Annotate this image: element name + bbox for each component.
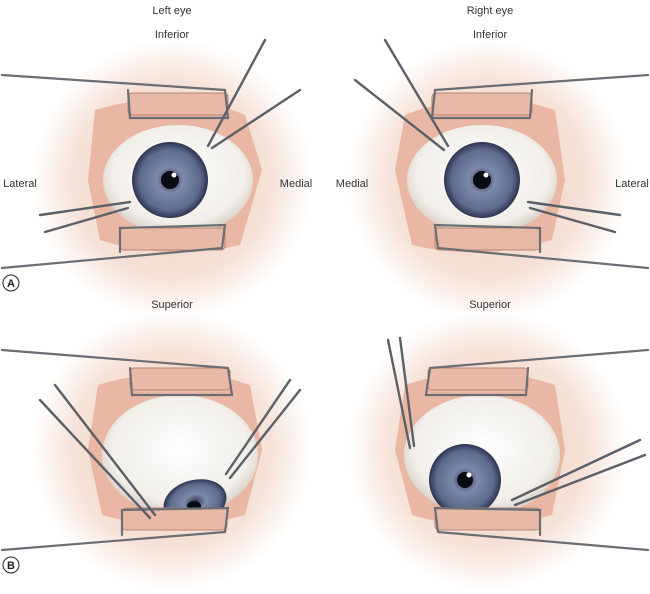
panel-b-letter: B xyxy=(7,560,15,572)
panel-a-letter: A xyxy=(7,278,15,290)
speculum-wire xyxy=(430,73,650,270)
forceps xyxy=(398,336,416,448)
upper-lid-retracted xyxy=(127,92,229,116)
forceps xyxy=(528,206,617,234)
upper-lid-retracted xyxy=(129,367,231,391)
forceps xyxy=(386,338,412,450)
speculum-wire xyxy=(424,348,650,552)
forceps xyxy=(526,200,622,217)
forceps xyxy=(38,398,152,520)
panel-a-left-eye xyxy=(0,38,312,320)
medial-label-right: Medial xyxy=(336,178,368,190)
speculum-wire xyxy=(0,73,230,270)
panel-a-right-eye xyxy=(348,38,650,320)
panel-b-marker: B xyxy=(2,556,20,574)
left-eye-label: Left eye xyxy=(152,5,191,17)
superior-label-right: Superior xyxy=(469,299,511,311)
forceps xyxy=(43,206,130,234)
pupil xyxy=(473,171,491,189)
inferior-label-left: Inferior xyxy=(155,29,190,41)
forceps xyxy=(38,200,132,217)
speculum-wire xyxy=(0,348,234,552)
forceps xyxy=(513,453,647,507)
forceps xyxy=(510,438,642,502)
lower-lid-retracted xyxy=(119,227,226,251)
lower-lid-retracted xyxy=(434,507,541,531)
medial-label-left: Medial xyxy=(280,178,312,190)
corneal-reflex xyxy=(171,172,177,178)
forceps xyxy=(224,378,292,476)
forceps xyxy=(383,38,450,148)
panel-b-left-eye xyxy=(0,310,312,590)
lateral-label-right: Lateral xyxy=(615,178,649,190)
forceps xyxy=(353,78,446,152)
lower-lid-retracted xyxy=(121,507,228,531)
inferior-label-right: Inferior xyxy=(473,29,508,41)
corneal-reflex xyxy=(483,172,489,178)
panel-a-marker: A xyxy=(2,274,20,292)
lateral-label-left: Lateral xyxy=(3,178,37,190)
superior-label-left: Superior xyxy=(151,299,193,311)
lower-lid-retracted xyxy=(434,227,541,251)
forceps xyxy=(53,383,157,517)
forceps xyxy=(206,38,267,148)
forceps xyxy=(210,88,302,150)
upper-lid-retracted xyxy=(431,92,533,116)
panel-b-right-eye xyxy=(348,310,650,590)
corneal-reflex xyxy=(466,472,472,478)
right-eye-label: Right eye xyxy=(467,5,513,17)
forceps xyxy=(228,388,302,480)
upper-lid-retracted xyxy=(427,367,529,391)
pupil xyxy=(161,171,179,189)
